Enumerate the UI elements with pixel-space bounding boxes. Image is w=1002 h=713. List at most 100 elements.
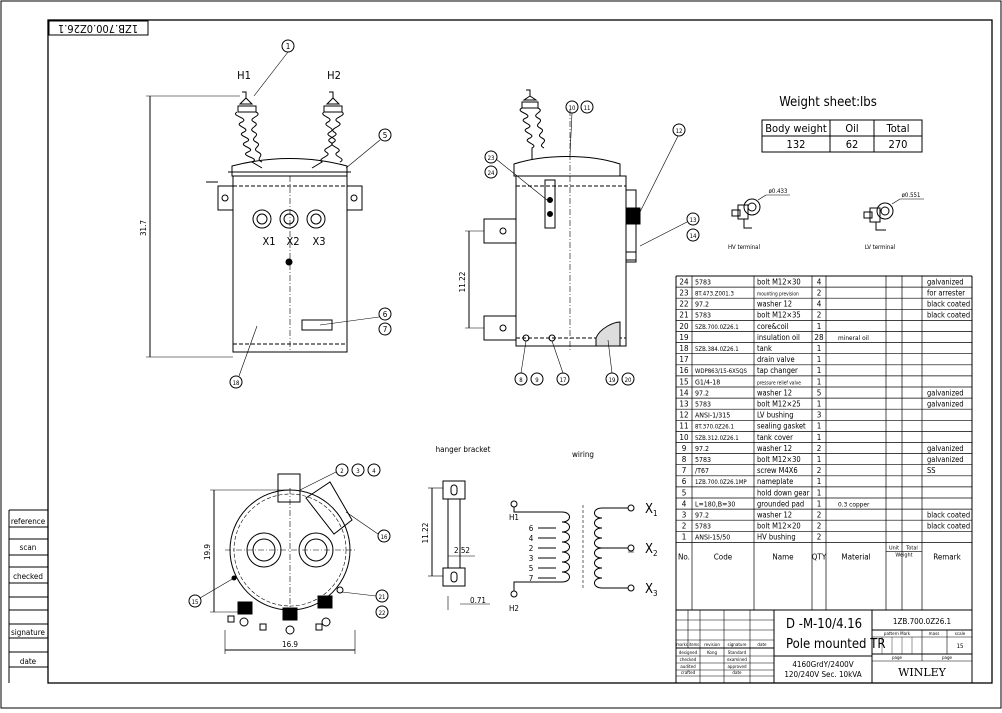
bom-row-code: /T67 bbox=[695, 467, 709, 475]
bom-row-code: L=180,B=30 bbox=[695, 500, 735, 508]
company-name: WINLEY bbox=[898, 666, 947, 679]
drain-valve-hatch bbox=[595, 321, 621, 347]
bom-row-qty: 1 bbox=[817, 355, 822, 364]
weight-value-total: 270 bbox=[889, 138, 908, 151]
bom-row-qty: 1 bbox=[817, 488, 822, 497]
balloon-14-label: 14 bbox=[690, 233, 697, 240]
bom-row-code: 5783 bbox=[695, 278, 711, 286]
voltage-rating-1: 4160GrdY/2400V bbox=[792, 660, 853, 669]
bom-row-name: tank cover bbox=[757, 433, 793, 442]
balloon-9 bbox=[530, 372, 544, 386]
scale-value: 15 bbox=[957, 643, 964, 650]
hanger-bracket-left bbox=[217, 185, 234, 211]
bom-row-name: nameplate bbox=[757, 477, 793, 486]
bom-row-name: washer 12 bbox=[757, 388, 792, 397]
weight-value-oil: 62 bbox=[846, 138, 859, 151]
bom-header-code: Code bbox=[714, 552, 733, 561]
hv-terminal-diameter: ø0.433 bbox=[769, 188, 788, 195]
balloon-12-label: 12 bbox=[676, 128, 683, 135]
role-checked: checked bbox=[680, 657, 697, 663]
bom-row-qty: 2 bbox=[817, 511, 822, 520]
wiring-h2: H2 bbox=[509, 604, 519, 613]
bom-row-qty: 1 bbox=[817, 477, 822, 486]
role-designed: designed bbox=[679, 650, 698, 656]
bom-row-name: HV bushing bbox=[757, 533, 796, 542]
balloon-7-label: 7 bbox=[383, 325, 388, 334]
inner-border bbox=[47, 19, 993, 684]
bom-row-name: grounded pad bbox=[757, 499, 804, 508]
side-label-strip: reference scan checked signature date bbox=[8, 509, 48, 683]
bom-row-code: 5783 bbox=[695, 456, 711, 464]
bom-row-no: 14 bbox=[679, 388, 689, 397]
bom-row-qty: 4 bbox=[817, 300, 822, 309]
balloon-10-label: 10 bbox=[569, 105, 576, 112]
bom-row-remark: black coated bbox=[927, 511, 970, 520]
hv-bushing-h1 bbox=[235, 91, 263, 169]
balloon-15-label: 15 bbox=[192, 599, 199, 606]
balloon-4 bbox=[367, 463, 381, 477]
bom-row-remark: black coated bbox=[927, 311, 970, 320]
bom-row-no: 20 bbox=[679, 322, 689, 331]
bom-row-no: 24 bbox=[679, 277, 689, 286]
label-h1: H1 bbox=[237, 69, 251, 82]
bom-row-name: hold down gear bbox=[757, 488, 810, 497]
side-tank-body bbox=[515, 175, 627, 347]
bom-row-name: screw M4X6 bbox=[757, 466, 798, 475]
bom-row-code: 5783 bbox=[695, 523, 711, 531]
front-view: H1 H2 X1 X2 X3 31.7 bbox=[139, 39, 392, 389]
balloon-3 bbox=[351, 463, 365, 477]
bom-row-name: mounting prevision bbox=[757, 292, 799, 298]
bom-row-qty: 1 bbox=[817, 433, 822, 442]
bom-row-code: G1/4-18 bbox=[695, 378, 720, 386]
bom-row-qty: 2 bbox=[817, 444, 822, 453]
bom-row-remark: SS bbox=[927, 466, 936, 475]
bom-row-qty: 1 bbox=[817, 499, 822, 508]
bom-row-name: drain valve bbox=[757, 355, 795, 364]
height-dimension-label: 31.7 bbox=[139, 220, 148, 236]
tap-6: 6 bbox=[529, 524, 534, 533]
hanger-dim-width-label: 2.52 bbox=[454, 546, 470, 555]
bom-row-code: 8T.473.Z001.3 bbox=[695, 291, 734, 298]
balloon-8-label: 8 bbox=[519, 377, 523, 384]
balloon-5 bbox=[378, 128, 392, 142]
bom-row-no: 13 bbox=[679, 400, 688, 409]
bom-row-material: mineral oil bbox=[838, 334, 869, 342]
bom-row-qty: 4 bbox=[817, 277, 822, 286]
bom-row-name: bolt M12×35 bbox=[757, 311, 801, 320]
bom-row-name: bolt M12×30 bbox=[757, 455, 801, 464]
bom-row-code: 5783 bbox=[695, 312, 711, 320]
bom-row-remark: for arrester bbox=[927, 289, 965, 298]
balloon-23-label: 23 bbox=[488, 155, 495, 162]
weight-value-body: 132 bbox=[787, 138, 806, 151]
drawing-number-stamp: 1ZB.700.0Z26.1 bbox=[58, 22, 138, 35]
balloon-20-label: 20 bbox=[625, 377, 632, 384]
bom-row-qty: 1 bbox=[817, 366, 822, 375]
hanger-bracket-right bbox=[346, 185, 363, 211]
bom-row-name: pressure relief valve bbox=[757, 380, 801, 386]
bom-header-name: Name bbox=[772, 552, 794, 561]
tap-3: 3 bbox=[529, 554, 534, 563]
bom-row-no: 12 bbox=[679, 411, 688, 420]
bom-header-remark: Remark bbox=[933, 552, 961, 561]
bom-row-name: washer 12 bbox=[757, 444, 792, 453]
bom-row-remark: galvanized bbox=[927, 444, 964, 453]
pattern-mark-label: pattern Mark bbox=[884, 631, 911, 637]
bom-row-no: 3 bbox=[682, 511, 687, 520]
page-label-2: page bbox=[942, 656, 953, 661]
weight-title: Weight sheet:lbs bbox=[779, 95, 877, 110]
bom-header-weight: Weight bbox=[895, 552, 912, 558]
top-hanger bbox=[277, 473, 301, 503]
voltage-rating-2: 120/240V Sec. 10kVA bbox=[784, 670, 861, 679]
balloon-11-label: 11 bbox=[584, 105, 591, 112]
wiring-title: wiring bbox=[572, 450, 594, 459]
balloon-2-label: 2 bbox=[340, 468, 343, 475]
title-block: marks items revision signature date desi… bbox=[675, 609, 973, 684]
bom-header-qty: QTY bbox=[812, 552, 827, 561]
nameplate bbox=[301, 319, 333, 331]
lv-terminal-diameter: ø0.551 bbox=[902, 192, 921, 199]
bom-row-qty: 1 bbox=[817, 455, 822, 464]
hv-terminal-detail: ø0.433 HV terminal bbox=[728, 188, 790, 251]
